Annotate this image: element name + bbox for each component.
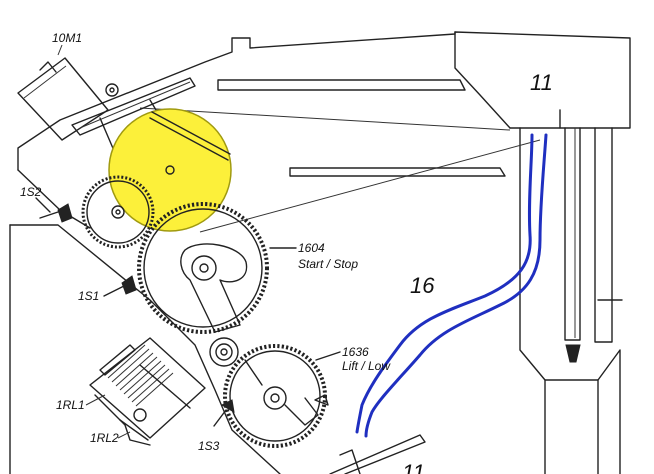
gear-1636	[223, 344, 341, 448]
label-1604: 1604	[298, 241, 325, 255]
nozzle	[565, 344, 581, 363]
gear-1604	[137, 202, 297, 334]
switch-1s2-body	[35, 197, 73, 223]
highlighted-roller	[108, 108, 232, 232]
blue-wire	[355, 133, 548, 438]
switch-1s3-body	[213, 399, 235, 427]
label-lift-low: Lift / Low	[342, 359, 391, 373]
label-11: 11	[530, 70, 553, 95]
switch-1s1-body	[103, 275, 137, 297]
label-1s3: 1S3	[198, 439, 220, 453]
left-gear	[81, 175, 155, 249]
label-16: 16	[410, 273, 435, 298]
label-1s1: 1S1	[78, 289, 99, 303]
label-10m1: 10M1	[52, 31, 82, 45]
label-1636: 1636	[342, 345, 369, 359]
labels: 10M1 1S2 1S1 1RL1 1RL2 1S3 1604 Start / …	[20, 31, 553, 474]
label-start-stop: Start / Stop	[298, 257, 358, 271]
motor-10m1	[17, 57, 196, 161]
label-1s2: 1S2	[20, 185, 42, 199]
label-1rl2: 1RL2	[90, 431, 119, 445]
chassis-frame	[9, 31, 631, 474]
relay-assembly	[89, 337, 206, 446]
label-1rl1: 1RL1	[56, 398, 85, 412]
label-11-bottom: 11	[402, 460, 425, 474]
idler-roller	[209, 337, 239, 367]
